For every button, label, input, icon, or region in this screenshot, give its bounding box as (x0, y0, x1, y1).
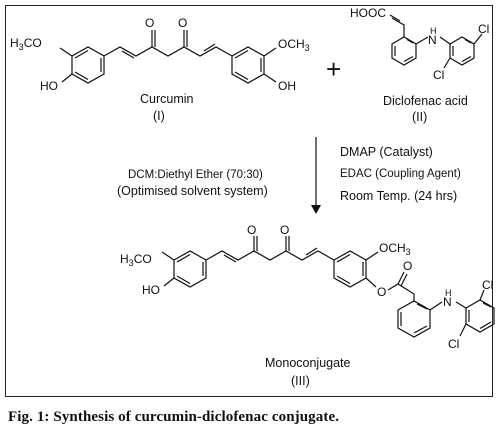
curcumin-methoxy-label: H3CO (10, 36, 42, 52)
figure-caption-text: Synthesis of curcumin-diclofenac conjuga… (53, 409, 340, 425)
plus-sign: + (326, 54, 341, 84)
diclofenac-nh-n: N (428, 33, 437, 47)
product-left-ring (173, 250, 207, 288)
product-carbonyl-o1: O (247, 223, 256, 237)
condition-coupling-agent: EDAC (Coupling Agent) (340, 168, 461, 180)
product-id: (III) (291, 374, 310, 388)
diclofenac-structure (389, 14, 483, 69)
curcumin-methoxy-right: OCH3 (278, 37, 310, 53)
curcumin-left-ring (71, 46, 105, 84)
curcumin-name: Curcumin (140, 92, 194, 106)
product-nh-h: H (445, 288, 452, 298)
product-hydroxyl: HO (142, 283, 160, 297)
figure-caption: Fig. 1: Synthesis of curcumin-diclofenac… (8, 409, 339, 426)
product-dichlorophenyl-ring (465, 299, 495, 333)
product-ester-carbonyl-o: O (403, 259, 412, 273)
curcumin-carbonyl-o2: O (178, 16, 187, 30)
curcumin-structure (59, 30, 277, 84)
condition-temperature: Room Temp. (24 hrs) (340, 189, 457, 203)
reaction-conditions: DCM:Diethyl Ether (70:30) (Optimised sol… (117, 137, 461, 214)
curcumin-hydroxyl-left: HO (40, 79, 58, 93)
condition-solvent: DCM:Diethyl Ether (70:30) (128, 169, 263, 181)
condition-catalyst: DMAP (Catalyst) (340, 145, 433, 159)
diclofenac-cl-top: Cl (478, 22, 489, 36)
curcumin-labels: H3CO HO O O OCH3 OH Curcumin (I) (10, 16, 310, 123)
diclofenac-id: (II) (412, 110, 427, 124)
curcumin-hydroxyl-right: OH (278, 79, 296, 93)
diclofenac-carboxyl-label: HOOC (350, 6, 386, 20)
figure-frame (5, 5, 493, 397)
monoconjugate-structure (161, 236, 495, 338)
product-name: Monoconjugate (265, 356, 351, 370)
diclofenac-nh-h: H (430, 26, 437, 36)
diclofenac-cl-bottom: Cl (433, 68, 444, 82)
product-right-ring (333, 250, 367, 288)
diclofenac-name: Diclofenac acid (383, 94, 468, 108)
product-phenylacetic-ring (397, 300, 431, 338)
curcumin-carbonyl-o1: O (145, 16, 154, 30)
figure-caption-label: Fig. 1: (8, 409, 50, 425)
product-carbonyl-o2: O (280, 223, 289, 237)
diclofenac-labels: HOOC H N Cl Cl Diclofenac acid (II) (350, 6, 489, 124)
product-nh-n: N (443, 295, 452, 309)
monoconjugate-labels: H3CO HO O O OCH3 O O H N Cl Cl Monoconju… (120, 223, 493, 388)
curcumin-right-ring (231, 46, 265, 84)
product-methoxy-left: H3CO (120, 252, 152, 268)
product-ester-o: O (377, 285, 386, 299)
product-cl-top: Cl (482, 278, 493, 292)
product-cl-bottom: Cl (448, 337, 459, 351)
product-methoxy-right: OCH3 (379, 241, 411, 257)
curcumin-id: (I) (153, 109, 165, 123)
reaction-arrowhead (311, 205, 321, 214)
condition-solvent-note: (Optimised solvent system) (117, 184, 268, 198)
